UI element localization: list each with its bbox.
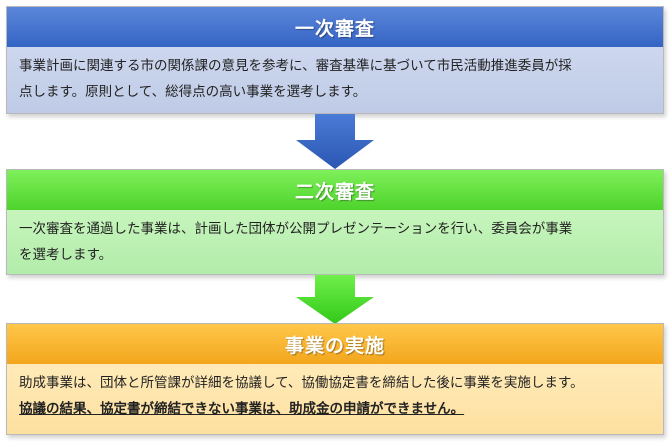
step-title: 事業の実施 [7,324,663,364]
step-implementation: 事業の実施 助成事業は、団体と所管課が詳細を協議して、協働協定書を締結した後に事… [6,323,664,435]
step-title: 一次審査 [7,7,663,47]
step-first-review: 一次審査 事業計画に関連する市の関係課の意見を参考に、審査基準に基づいて市民活動… [6,6,664,114]
step-second-review: 二次審査 一次審査を通過した事業は、計画した団体が公開プレゼンテーションを行い、… [6,169,664,275]
description-line: 一次審査を通過した事業は、計画した団体が公開プレゼンテーションを行い、委員会が事… [19,221,573,237]
description-line: を選考します。 [19,247,113,263]
step-description: 事業計画に関連する市の関係課の意見を参考に、審査基準に基づいて市民活動推進委員が… [7,47,663,113]
step-description: 一次審査を通過した事業は、計画した団体が公開プレゼンテーションを行い、委員会が事… [7,210,663,274]
description-line: 事業計画に関連する市の関係課の意見を参考に、審査基準に基づいて市民活動推進委員が… [19,58,572,74]
down-arrow-icon [296,275,374,324]
emphasis-note: 協議の結果、協定書が締結できない事業は、助成金の申請ができません。 [19,401,465,417]
step-description: 助成事業は、団体と所管課が詳細を協議して、協働協定書を締結した後に事業を実施しま… [7,364,663,434]
step-title: 二次審査 [7,170,663,210]
down-arrow-icon [296,114,374,169]
description-line: 助成事業は、団体と所管課が詳細を協議して、協働協定書を締結した後に事業を実施しま… [19,375,584,391]
description-line: 点します。原則として、総得点の高い事業を選考します。 [19,84,367,100]
